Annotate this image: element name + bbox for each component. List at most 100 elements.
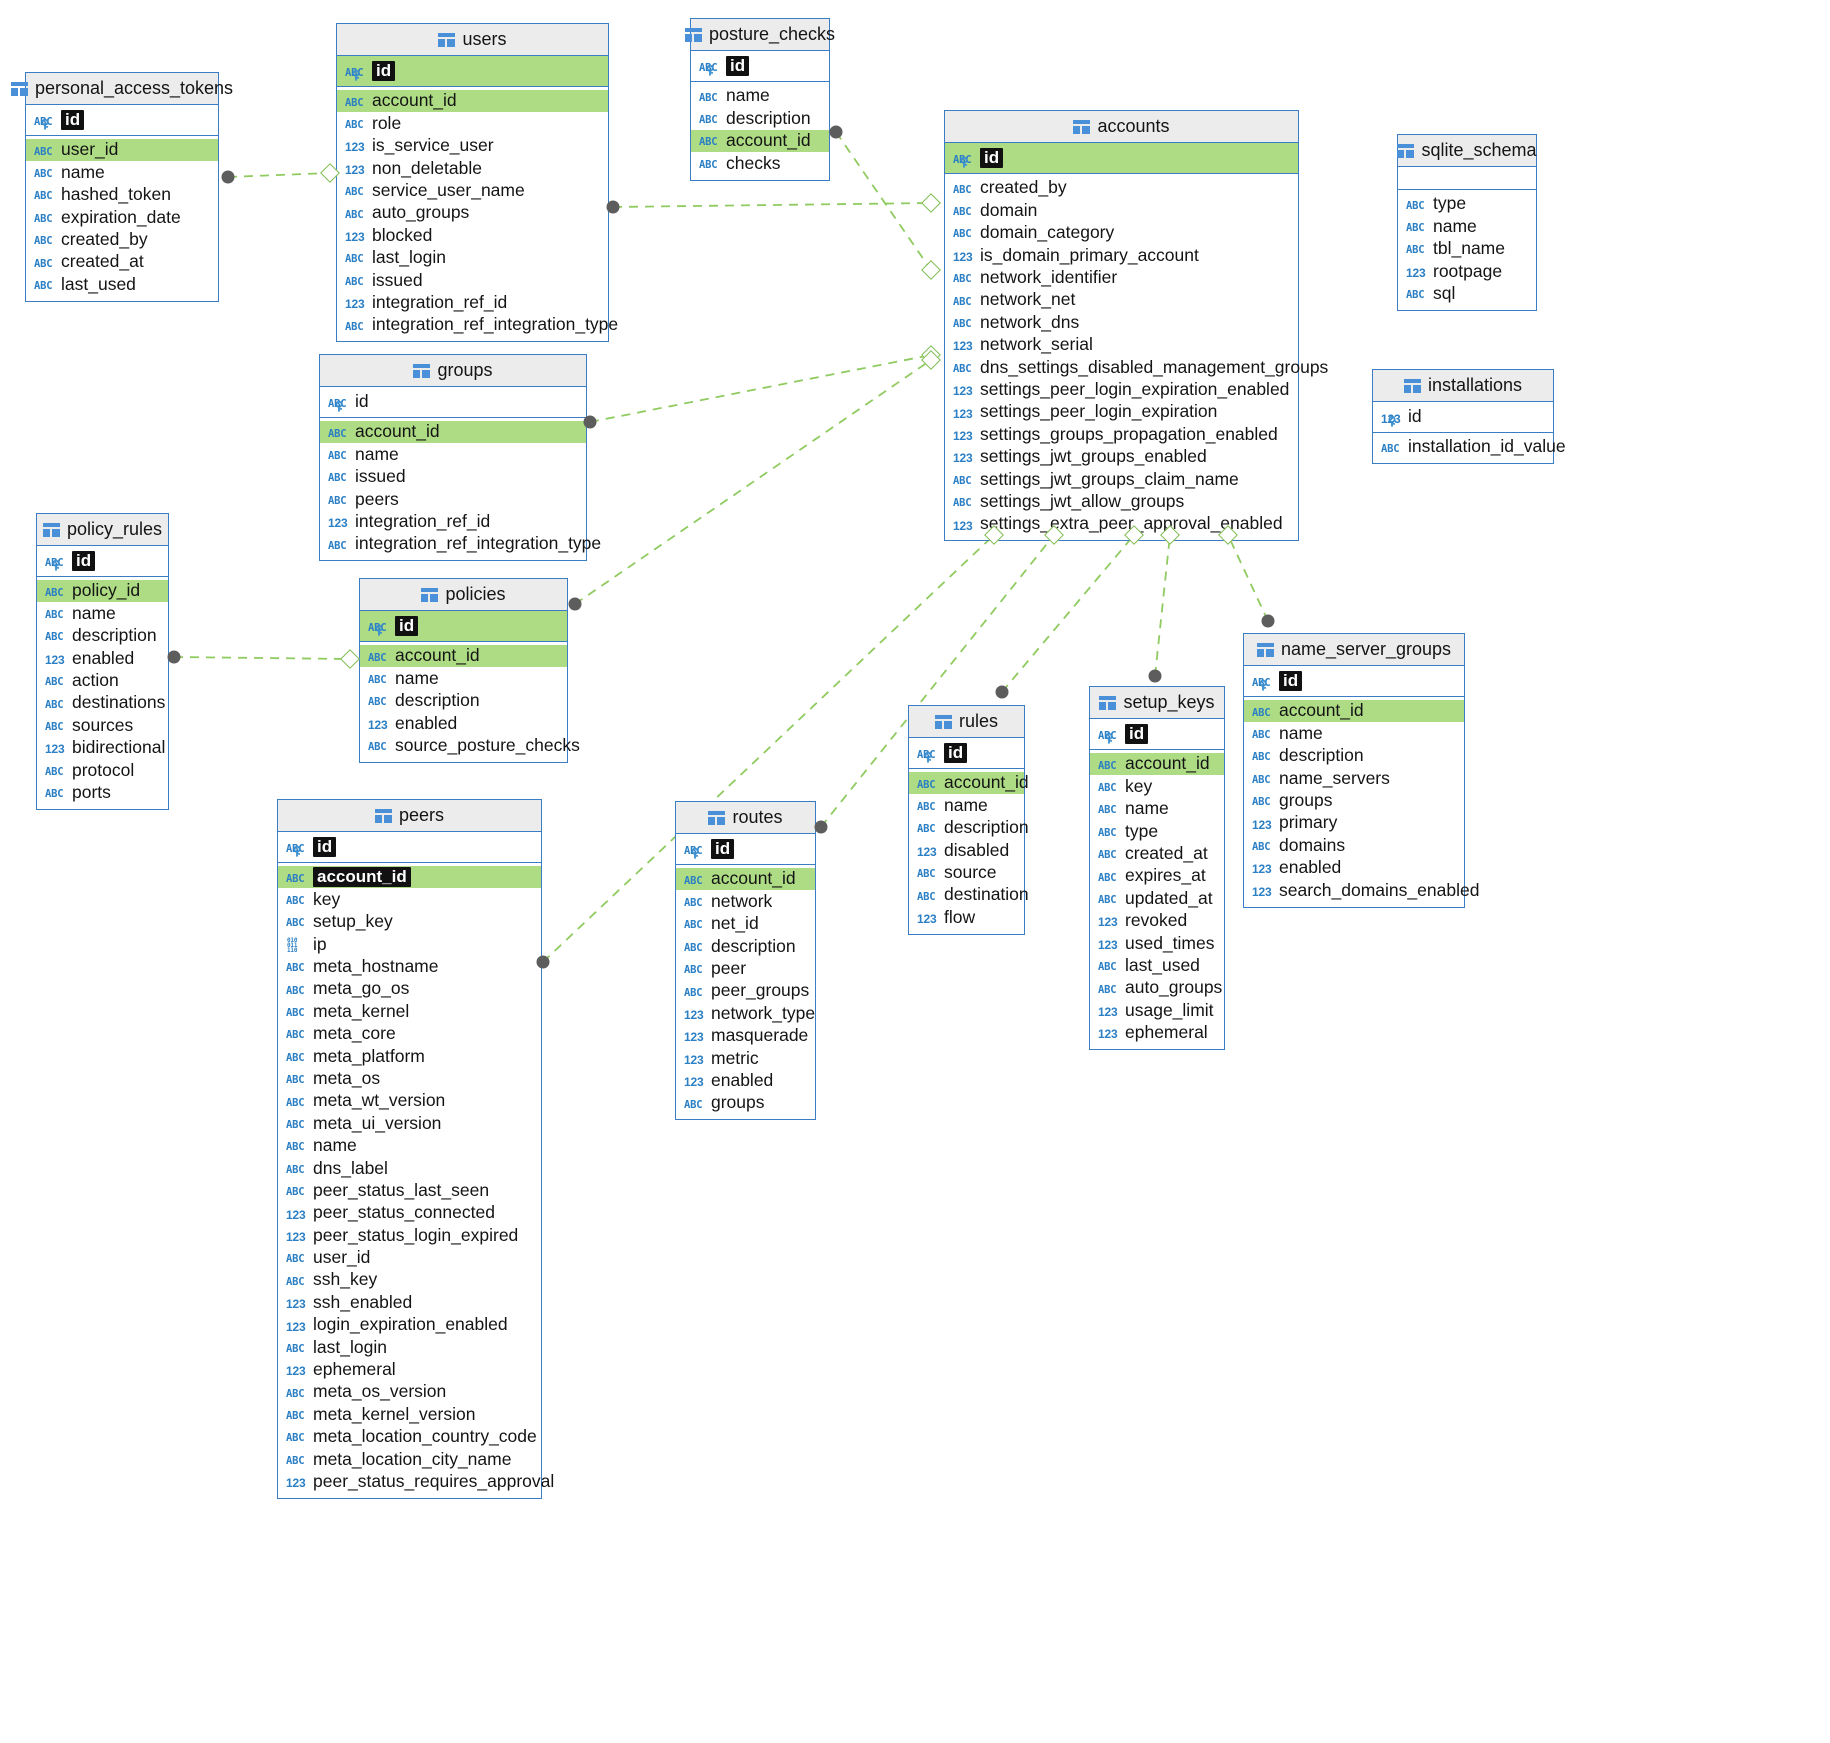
table-policies[interactable]: policiesidaccount_idnamedescriptionenabl… <box>359 578 580 763</box>
table-groups[interactable]: groupsidaccount_idnameissuedpeersintegra… <box>319 354 601 562</box>
column-row[interactable]: expires_at <box>1090 865 1224 887</box>
column-row[interactable]: meta_hostname <box>278 956 541 978</box>
column-row[interactable]: name_servers <box>1244 767 1464 789</box>
column-row[interactable]: meta_ui_version <box>278 1112 541 1134</box>
column-row[interactable]: description <box>909 817 1029 839</box>
column-row[interactable]: meta_platform <box>278 1045 541 1067</box>
column-row[interactable]: created_by <box>945 177 1298 199</box>
column-row[interactable]: network_dns <box>945 311 1298 333</box>
table-users[interactable]: usersidaccount_idroleis_service_usernon_… <box>336 23 618 343</box>
column-row[interactable]: meta_location_country_code <box>278 1426 541 1448</box>
column-row[interactable]: peer_status_requires_approval <box>278 1471 554 1493</box>
column-row[interactable]: policy_id <box>37 580 168 603</box>
column-row[interactable]: settings_jwt_groups_claim_name <box>945 468 1298 490</box>
column-row[interactable]: account_id <box>320 421 586 444</box>
column-row[interactable]: name <box>1244 722 1464 744</box>
primary-key-row[interactable]: id <box>360 611 567 641</box>
column-row[interactable]: net_id <box>676 913 815 935</box>
relationship-source-dot[interactable] <box>568 597 582 611</box>
column-row[interactable]: settings_groups_propagation_enabled <box>945 423 1298 445</box>
table-setup_keys[interactable]: setup_keysidaccount_idkeynametypecreated… <box>1089 686 1225 1051</box>
column-row[interactable]: bidirectional <box>37 737 168 759</box>
column-row[interactable]: created_by <box>26 229 218 251</box>
column-row[interactable]: key <box>278 888 541 910</box>
column-row[interactable]: account_id <box>278 866 541 889</box>
column-row[interactable]: dns_settings_disabled_management_groups <box>945 356 1328 378</box>
column-row[interactable]: integration_ref_integration_type <box>320 533 601 555</box>
primary-key-row[interactable]: id <box>945 143 1298 173</box>
column-row[interactable]: masquerade <box>676 1025 815 1047</box>
table-header[interactable]: policy_rules <box>37 514 168 546</box>
column-row[interactable]: issued <box>320 466 586 488</box>
table-header[interactable]: posture_checks <box>684 19 835 51</box>
column-row[interactable]: description <box>676 935 815 957</box>
column-row[interactable]: auto_groups <box>337 202 608 224</box>
table-installations[interactable]: installationsidinstallation_id_value <box>1372 369 1566 465</box>
table-header[interactable]: installations <box>1373 370 1553 402</box>
table-rules[interactable]: rulesid account_idnamedescriptiondisabled… <box>908 705 1029 935</box>
column-row[interactable]: 110ip <box>278 933 541 955</box>
column-row[interactable]: role <box>337 112 608 134</box>
column-row[interactable]: used_times <box>1090 932 1224 954</box>
table-header[interactable]: name_server_groups <box>1244 634 1464 666</box>
column-row[interactable]: integration_ref_id <box>337 292 608 314</box>
column-row[interactable]: network_type <box>676 1002 815 1024</box>
column-row[interactable]: flow <box>909 906 1024 928</box>
column-row[interactable]: is_service_user <box>337 135 608 157</box>
column-row[interactable]: checks <box>691 152 829 174</box>
column-row[interactable]: integration_ref_integration_type <box>337 314 618 336</box>
primary-key-row[interactable]: id <box>691 51 829 81</box>
column-row[interactable]: metric <box>676 1047 815 1069</box>
primary-key-row[interactable]: id <box>37 546 168 576</box>
primary-key-row[interactable]: id <box>676 834 815 864</box>
column-row[interactable]: primary <box>1244 812 1464 834</box>
relationship-source-dot[interactable] <box>814 820 828 834</box>
column-row[interactable]: key <box>1090 775 1224 797</box>
column-row[interactable]: service_user_name <box>337 180 608 202</box>
column-row[interactable]: groups <box>1244 790 1464 812</box>
table-header[interactable]: sqlite_schema <box>1397 135 1537 167</box>
column-row[interactable]: groups <box>676 1092 815 1114</box>
column-row[interactable]: peers <box>320 488 586 510</box>
column-row[interactable]: name <box>360 667 567 689</box>
column-row[interactable]: name <box>320 443 586 465</box>
column-row[interactable]: updated_at <box>1090 887 1224 909</box>
relationship-source-dot[interactable] <box>995 685 1009 699</box>
column-row[interactable]: network_net <box>945 289 1298 311</box>
table-header[interactable]: policies <box>360 579 567 611</box>
column-row[interactable]: usage_limit <box>1090 999 1224 1021</box>
column-row[interactable]: network_serial <box>945 334 1298 356</box>
table-posture_checks[interactable]: posture_checksidnamedescriptionaccount_i… <box>684 18 835 181</box>
relationship-target-diamond[interactable] <box>921 193 941 213</box>
column-row[interactable]: last_used <box>26 273 218 295</box>
relationship-source-dot[interactable] <box>536 955 550 969</box>
relationship-source-dot[interactable] <box>1148 669 1162 683</box>
column-row[interactable]: meta_wt_version <box>278 1090 541 1112</box>
column-row[interactable]: name <box>37 602 168 624</box>
table-header[interactable]: rules <box>909 706 1024 738</box>
column-row[interactable]: disabled <box>909 839 1024 861</box>
column-row[interactable]: last_login <box>337 247 608 269</box>
column-row[interactable]: ssh_key <box>278 1269 541 1291</box>
column-row[interactable]: meta_kernel <box>278 1000 541 1022</box>
table-header[interactable]: users <box>337 24 608 56</box>
table-routes[interactable]: routesidaccount_idnetworknet_iddescripti… <box>675 801 816 1121</box>
primary-key-row[interactable]: id <box>909 738 1024 768</box>
column-row[interactable]: expiration_date <box>26 206 218 228</box>
primary-key-row[interactable]: id <box>1090 719 1224 749</box>
column-row[interactable]: ephemeral <box>1090 1022 1224 1044</box>
column-row[interactable]: sql <box>1398 283 1536 305</box>
column-row[interactable]: name <box>909 794 1024 816</box>
column-row[interactable]: meta_kernel_version <box>278 1403 541 1425</box>
column-row[interactable]: protocol <box>37 759 168 781</box>
column-row[interactable]: enabled <box>676 1070 815 1092</box>
column-row[interactable]: account_id <box>909 772 1029 795</box>
relationship-source-dot[interactable] <box>1261 614 1275 628</box>
column-row[interactable]: settings_peer_login_expiration_enabled <box>945 379 1298 401</box>
column-row[interactable]: installation_id_value <box>1373 436 1566 458</box>
column-row[interactable]: domain <box>945 199 1298 221</box>
column-row[interactable]: name <box>278 1135 541 1157</box>
column-row[interactable]: login_expiration_enabled <box>278 1314 541 1336</box>
relationship-source-dot[interactable] <box>221 170 235 184</box>
relationship-source-dot[interactable] <box>606 200 620 214</box>
